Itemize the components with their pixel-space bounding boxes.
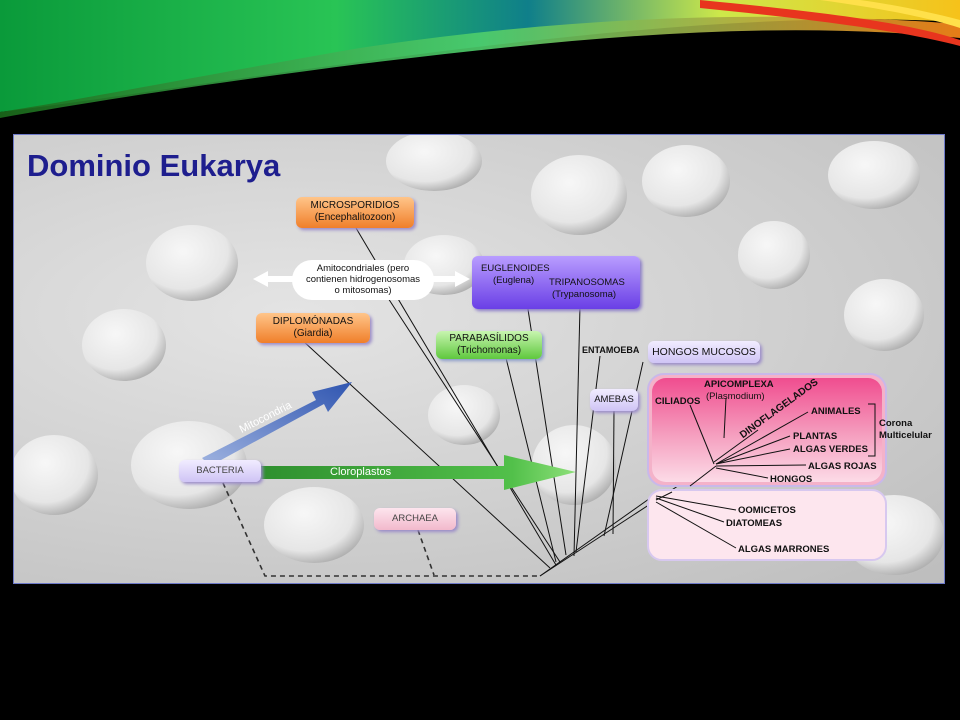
tripanosomas-name: TRIPANOSOMAS [549, 277, 625, 288]
amitocondriales-line1: Amitocondriales (pero [316, 263, 410, 274]
plantas-label: PLANTAS [793, 431, 838, 442]
archaea-node: ARCHAEA [374, 508, 456, 530]
diplomonadas-name: DIPLOMÓNADAS [272, 316, 354, 327]
diplomonadas-node: DIPLOMÓNADAS (Giardia) [256, 313, 370, 343]
amitocondriales-line2: contienen hidrogenosomas [305, 274, 421, 285]
slide-title: Dominio Eukarya [27, 148, 281, 183]
corona-line2: Multicelular [879, 430, 932, 441]
parabasilidos-example: (Trichomonas) [456, 345, 522, 356]
hongos-mucosos-node: HONGOS MUCOSOS [648, 341, 760, 363]
algas-marrones-label: ALGAS MARRONES [738, 544, 830, 555]
cloroplastos-label: Cloroplastos [330, 466, 392, 478]
top-swoosh-decoration [0, 0, 960, 118]
microsporidios-example: (Encephalitozoon) [314, 212, 396, 223]
parabasilidos-name: PARABASÍLIDOS [449, 333, 529, 344]
diatomeas-label: DIATOMEAS [726, 518, 783, 529]
euglenoides-example: (Euglena) [493, 275, 535, 286]
amebas-node: AMEBAS [590, 389, 638, 411]
diplomonadas-example: (Giardia) [293, 328, 333, 339]
hongos-label: HONGOS [770, 474, 813, 485]
heterokont-region [647, 489, 887, 561]
corona-line1: Corona [879, 418, 913, 429]
amitocondriales-line3: o mitosomas) [334, 285, 392, 296]
apicomplexa-example: (Plasmodium) [706, 391, 765, 402]
cloroplastos-arrow [258, 455, 576, 490]
tripanosomas-example: (Trypanosoma) [552, 289, 617, 300]
amitocondriales-note: Amitocondriales (pero contienen hidrogen… [292, 260, 434, 300]
apicomplexa-name: APICOMPLEXA [704, 379, 774, 390]
oomicetos-label: OOMICETOS [738, 505, 796, 516]
euglenoides-name: EUGLENOIDES [481, 263, 550, 274]
animales-label: ANIMALES [811, 406, 861, 417]
bacteria-node: BACTERIA [179, 460, 261, 482]
euglenoides-group-node [472, 256, 640, 309]
corona-multicelular-label: Corona Multicelular [879, 418, 932, 442]
algas-verdes-label: ALGAS VERDES [793, 444, 868, 455]
ciliados-label: CILIADOS [655, 396, 701, 407]
algas-rojas-label: ALGAS ROJAS [808, 461, 877, 472]
mitocondria-arrow [202, 382, 352, 466]
parabasilidos-node: PARABASÍLIDOS (Trichomonas) [436, 331, 542, 359]
entamoeba-label: ENTAMOEBA [582, 345, 640, 355]
microsporidios-node: MICROSPORIDIOS (Encephalitozoon) [296, 197, 414, 228]
microsporidios-name: MICROSPORIDIOS [310, 200, 400, 211]
